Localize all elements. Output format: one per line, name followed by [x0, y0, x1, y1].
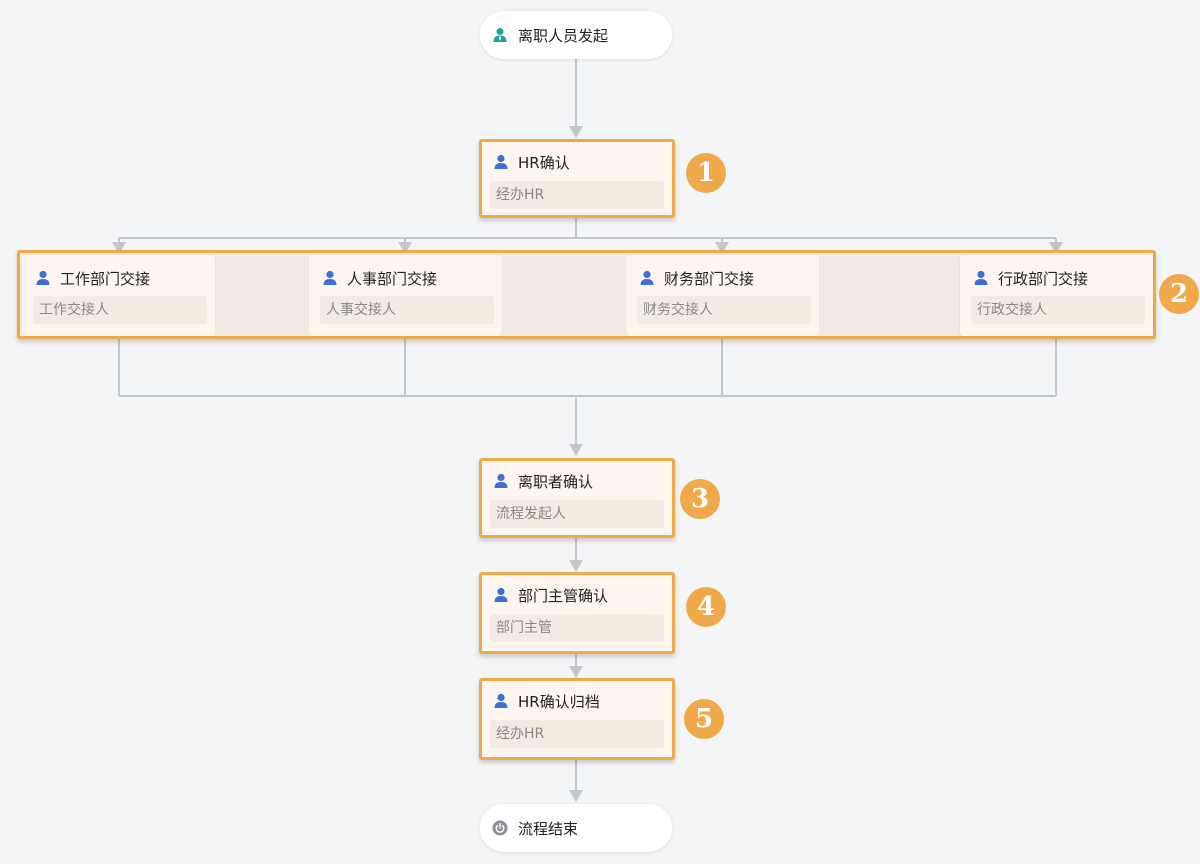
- branch-title: 人事部门交接: [322, 267, 437, 289]
- power-icon: [492, 820, 508, 836]
- branch-title-label: 工作部门交接: [60, 269, 151, 288]
- user-icon: [639, 270, 655, 286]
- branch-title: 行政部门交接: [973, 267, 1088, 289]
- branch-title-label: 财务部门交接: [664, 269, 755, 288]
- step-title: 离职者确认: [493, 470, 593, 492]
- step-number-badge: 5: [684, 699, 724, 739]
- user-icon: [493, 154, 509, 170]
- user-icon: [493, 693, 509, 709]
- branch-assignee: 工作交接人: [33, 296, 207, 324]
- step-assignee: 经办HR: [490, 181, 664, 209]
- step-number-badge: 1: [686, 153, 726, 193]
- step-title-label: 部门主管确认: [518, 586, 609, 605]
- branch-assignee: 财务交接人: [637, 296, 811, 324]
- step-title-label: HR确认: [518, 153, 570, 172]
- step-node-leaver-confirm[interactable]: 离职者确认 流程发起人: [479, 458, 675, 538]
- start-node-label: 离职人员发起: [518, 26, 609, 45]
- step-number-badge: 3: [680, 479, 720, 519]
- user-icon: [322, 270, 338, 286]
- branch-assignee: 人事交接人: [320, 296, 494, 324]
- step-title: 部门主管确认: [493, 584, 608, 606]
- step-title: HR确认归档: [493, 690, 600, 712]
- step-node-hr-confirm[interactable]: HR确认 经办HR: [479, 139, 675, 218]
- branch-title-label: 行政部门交接: [998, 269, 1089, 288]
- branch-node-work-dept[interactable]: 工作部门交接 工作交接人: [22, 255, 215, 336]
- end-node-label: 流程结束: [518, 819, 579, 838]
- user-icon: [493, 473, 509, 489]
- branch-title: 工作部门交接: [35, 267, 150, 289]
- end-node[interactable]: 流程结束: [480, 804, 672, 852]
- user-green-icon: [492, 27, 508, 43]
- branch-assignee: 行政交接人: [971, 296, 1145, 324]
- branch-node-hr-dept[interactable]: 人事部门交接 人事交接人: [309, 255, 502, 336]
- user-icon: [493, 587, 509, 603]
- step-node-hr-archive[interactable]: HR确认归档 经办HR: [479, 678, 675, 760]
- step-title-label: 离职者确认: [518, 472, 594, 491]
- step-number-badge: 4: [686, 587, 726, 627]
- parallel-handover-group: 工作部门交接 工作交接人 人事部门交接 人事交接人 财务部门交接 财务交接人: [17, 250, 1156, 339]
- step-title-label: HR确认归档: [518, 692, 600, 711]
- step-assignee: 流程发起人: [490, 500, 664, 528]
- group-number-badge: 2: [1159, 274, 1199, 314]
- branch-node-admin-dept[interactable]: 行政部门交接 行政交接人: [960, 255, 1153, 336]
- step-title: HR确认: [493, 151, 570, 173]
- user-icon: [35, 270, 51, 286]
- user-icon: [973, 270, 989, 286]
- branch-title-label: 人事部门交接: [347, 269, 438, 288]
- step-assignee: 部门主管: [490, 614, 664, 642]
- branch-title: 财务部门交接: [639, 267, 754, 289]
- step-node-manager-confirm[interactable]: 部门主管确认 部门主管: [479, 572, 675, 654]
- branch-node-finance-dept[interactable]: 财务部门交接 财务交接人: [626, 255, 819, 336]
- start-node[interactable]: 离职人员发起: [480, 11, 672, 59]
- step-assignee: 经办HR: [490, 720, 664, 748]
